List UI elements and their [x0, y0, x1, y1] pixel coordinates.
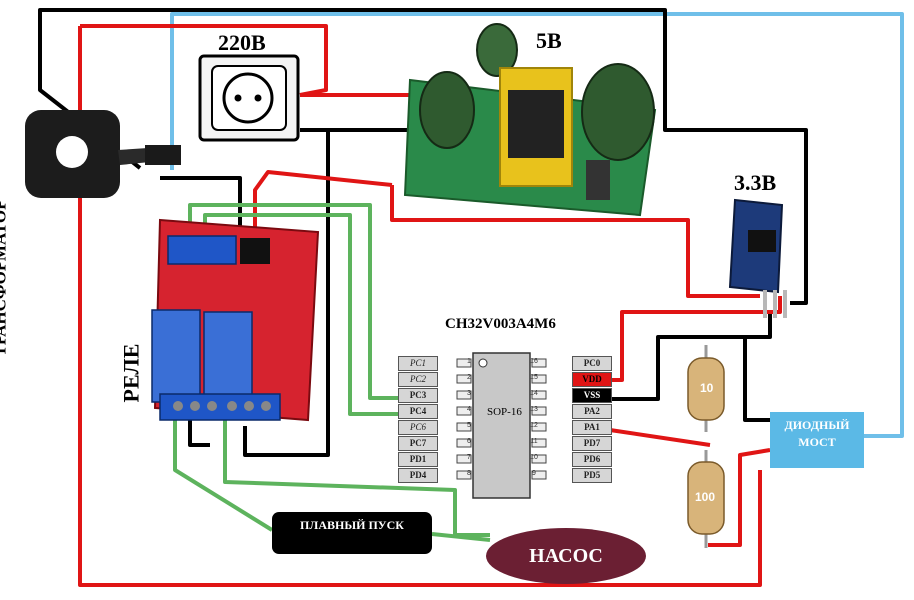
relay-board — [151, 218, 320, 422]
diode-bridge-block: ДИОДНЫЙ МОСТ — [770, 412, 864, 468]
resistor-100 — [687, 450, 725, 548]
wire-green-pc3 — [188, 203, 400, 400]
wire-green-relay-pump — [223, 420, 490, 537]
pin-number: 4 — [467, 406, 471, 413]
soft-start-block: ПЛАВНЫЙ ПУСК — [272, 512, 432, 554]
wire-red-5v-ldo — [390, 185, 760, 298]
pin-label-right: PD6 — [572, 452, 612, 467]
ldo-33v-board — [728, 198, 787, 318]
pin-label-left: PC2 — [398, 372, 438, 387]
pin-number: 16 — [530, 358, 538, 365]
wire-green-pc4 — [203, 213, 400, 416]
pin-label-left: PC1 — [398, 356, 438, 371]
wire-red-vdd — [610, 296, 782, 382]
pin-number: 14 — [530, 390, 538, 397]
pin-label-right: PC0 — [572, 356, 612, 371]
pin-number: 2 — [467, 374, 471, 381]
wire-red-top — [80, 24, 328, 97]
transformer-label: ТРАНСФОРМАТОР — [0, 199, 10, 357]
pin-number: 10 — [530, 454, 538, 461]
transformer-sensor — [25, 110, 181, 198]
relay-label: РЕЛЕ — [118, 343, 144, 403]
wire-green-soft-pump — [431, 532, 491, 542]
pin-number: 5 — [467, 422, 471, 429]
pin-label-right: PA1 — [572, 420, 612, 435]
resistor-10-value: 10 — [700, 381, 714, 395]
pin-label-vss: VSS — [572, 388, 612, 403]
pin-number: 11 — [530, 438, 538, 445]
pin-label-left: PD1 — [398, 452, 438, 467]
wire-black-relay-out — [188, 420, 210, 447]
wire-black-relay-vertical — [243, 130, 330, 457]
mains-outlet — [198, 54, 300, 142]
psu-5v-board — [403, 23, 657, 217]
pin-label-right: PA2 — [572, 404, 612, 419]
wire-green-relay-soft — [173, 415, 274, 532]
pin-number: 8 — [467, 470, 471, 477]
ldo33-label: 3.3В — [734, 170, 777, 195]
wire-black-bridge — [743, 336, 770, 422]
wire-red-main — [78, 26, 762, 587]
pin-label-vdd: VDD — [572, 372, 612, 387]
pin-number: 6 — [467, 438, 471, 445]
pin-label-left: PC4 — [398, 404, 438, 419]
pin-number: 9 — [532, 470, 536, 477]
pin-label-left: PD4 — [398, 468, 438, 483]
pin-number: 3 — [467, 390, 471, 397]
wire-red-5v-relay — [253, 170, 393, 232]
pin-number: 7 — [467, 454, 471, 461]
wire-red-pa1 — [609, 428, 711, 447]
pin-number: 12 — [530, 422, 538, 429]
wire-black-top — [38, 8, 808, 305]
package-label: SOP-16 — [487, 406, 522, 418]
pin-number: 13 — [530, 406, 538, 413]
psu5-label: 5В — [536, 28, 562, 53]
pin-number: 1 — [467, 358, 471, 365]
wire-black-vss — [610, 310, 772, 401]
pin-label-left: PC7 — [398, 436, 438, 451]
resistor-100-value: 100 — [695, 490, 716, 504]
wire-red-res-bridge — [708, 448, 771, 547]
pump-block: НАСОС — [486, 528, 646, 584]
mcu-label: CH32V003A4M6 — [445, 316, 556, 332]
pin-label-right: PD5 — [572, 468, 612, 483]
pin-number: 15 — [530, 374, 538, 381]
pin-label-right: PD7 — [572, 436, 612, 451]
pin-label-left: PC6 — [398, 420, 438, 435]
pin-label-left: PC3 — [398, 388, 438, 403]
resistor-10 — [687, 345, 725, 432]
wire-blue-transformer-bridge — [170, 12, 904, 438]
mains-label: 220В — [218, 30, 266, 55]
mcu-chip — [456, 352, 547, 499]
